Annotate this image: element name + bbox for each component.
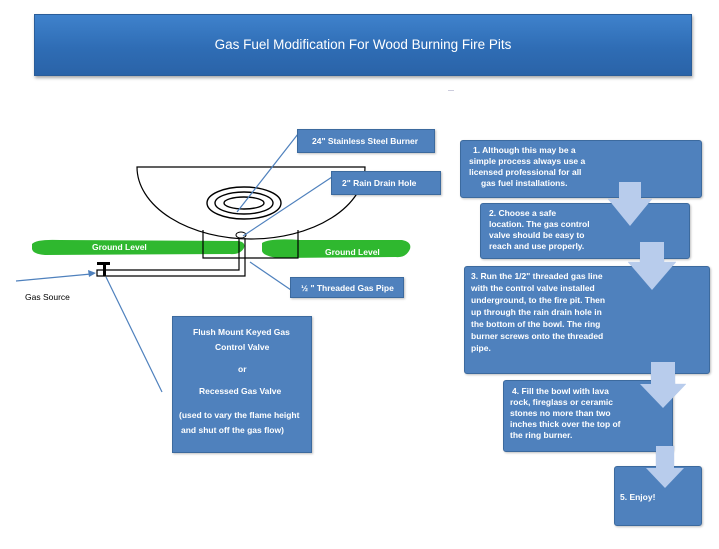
step-4-line-3: stones no more than two	[510, 408, 611, 418]
valve-handle	[97, 262, 110, 265]
step-4-line-5: the ring burner.	[510, 430, 573, 440]
valve-line-4: Recessed Gas Valve	[199, 386, 282, 396]
step-2-box: 2. Choose a safe location. The gas contr…	[480, 203, 690, 259]
gas-source-arrow	[15, 273, 92, 282]
valve-line-2: Control Valve	[215, 342, 270, 352]
fire-pit-bowl	[136, 166, 366, 240]
title-banner: Gas Fuel Modification For Wood Burning F…	[34, 14, 692, 76]
step-2-line-2: location. The gas control	[489, 219, 590, 229]
ground-strip-left	[32, 239, 245, 255]
step-1-line-3: licensed professional for all	[469, 167, 582, 177]
step-3-line-5: the bottom of the bowl. The ring	[471, 319, 601, 329]
gas-source-label: Gas Source	[25, 292, 70, 302]
gas-pipe	[96, 238, 246, 277]
step-2-line-3: valve should be easy to	[489, 230, 585, 240]
drain-callout-line	[242, 176, 333, 237]
valve-line-1: Flush Mount Keyed Gas	[193, 327, 290, 337]
step-3-line-2: with the control valve installed	[471, 283, 595, 293]
ring-burner-outer	[206, 186, 282, 220]
pipe-callout-line	[249, 261, 292, 291]
drain-callout: 2" Rain Drain Hole	[331, 171, 441, 195]
step-4-box: 4. Fill the bowl with lava rock, firegla…	[503, 380, 673, 452]
step-4-line-1: 4. Fill the bowl with lava	[512, 386, 609, 396]
step-4-line-4: inches thick over the top of	[510, 419, 621, 429]
pipe-label: ½ " Threaded Gas Pipe	[301, 283, 394, 293]
ground-level-left: Ground Level	[92, 242, 147, 252]
stray-mark	[448, 90, 454, 91]
burner-callout-line	[236, 133, 299, 213]
ring-burner-inner	[223, 196, 265, 210]
valve-line-6: and shut off the gas flow)	[181, 425, 284, 435]
drain-label: 2" Rain Drain Hole	[342, 178, 417, 188]
step-3-line-3: underground, to the fire pit. Then	[471, 295, 606, 305]
title-text: Gas Fuel Modification For Wood Burning F…	[214, 37, 512, 52]
step-3-line-1: 3. Run the 1/2" threaded gas line	[471, 271, 603, 281]
valve-line-5: (used to vary the flame height	[179, 410, 300, 420]
step-3-box: 3. Run the 1/2" threaded gas line with t…	[464, 266, 710, 374]
burner-callout: 24" Stainless Steel Burner	[297, 129, 435, 153]
step-1-line-4: gas fuel installations.	[481, 178, 568, 188]
step-3-line-4: up through the rain drain hole in	[471, 307, 602, 317]
step-4-line-2: rock, fireglass or ceramic	[510, 397, 614, 407]
pipe-callout: ½ " Threaded Gas Pipe	[290, 277, 404, 298]
ground-level-right: Ground Level	[325, 247, 380, 257]
valve-line-3: or	[238, 364, 247, 374]
valve-stem	[103, 263, 106, 276]
step-5-box: 5. Enjoy!	[614, 466, 702, 526]
step-5-line-1: 5. Enjoy!	[620, 492, 656, 502]
fire-pit-base	[202, 230, 299, 259]
step-3-line-6: burner screws onto the threaded	[471, 331, 604, 341]
valve-callout: Flush Mount Keyed Gas Control Valve or R…	[172, 316, 312, 453]
step-3-line-7: pipe.	[471, 343, 491, 353]
gas-source-arrow-head	[88, 270, 96, 277]
step-1-box: 1. Although this may be a simple process…	[460, 140, 702, 198]
valve-callout-line	[105, 276, 163, 393]
step-1-line-2: simple process always use a	[469, 156, 586, 166]
drain-hole	[235, 231, 247, 239]
burner-label: 24" Stainless Steel Burner	[312, 136, 419, 146]
step-1-line-1: 1. Although this may be a	[473, 145, 576, 155]
step-2-line-1: 2. Choose a safe	[489, 208, 557, 218]
ground-strip-right	[262, 239, 411, 258]
step-2-line-4: reach and use properly.	[489, 241, 585, 251]
ring-burner-middle	[214, 191, 274, 215]
